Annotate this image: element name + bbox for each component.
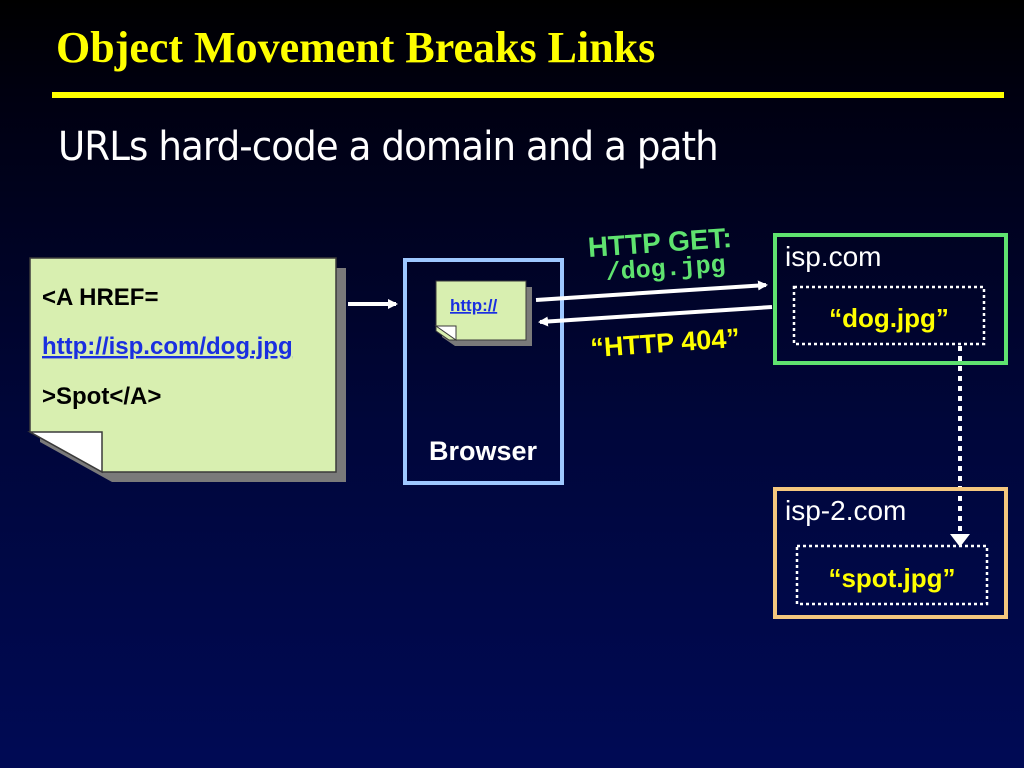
response-arrow bbox=[538, 305, 773, 327]
title-underline bbox=[52, 92, 1004, 98]
response-label-group: “HTTP 404” bbox=[589, 323, 740, 363]
browser-mini-page: http:// bbox=[434, 280, 532, 346]
request-label: HTTP GET: /dog.jpg bbox=[587, 222, 733, 288]
browser-mini-link[interactable]: http:// bbox=[450, 296, 497, 315]
server-isp2-domain: isp-2.com bbox=[785, 495, 906, 526]
server-isp2-file: “spot.jpg” bbox=[828, 563, 955, 593]
slide-title: Object Movement Breaks Links bbox=[56, 23, 656, 72]
page-code-line-3: >Spot</A> bbox=[42, 383, 161, 410]
web-page-document: <A HREF= http://isp.com/dog.jpg >Spot</A… bbox=[27, 257, 346, 482]
server-isp2-file-box bbox=[795, 544, 989, 606]
page-code-line-1: <A HREF= bbox=[42, 284, 158, 311]
server-isp-file-box bbox=[792, 285, 986, 346]
server-isp-file: “dog.jpg” bbox=[829, 303, 949, 333]
response-status-label: “HTTP 404” bbox=[589, 323, 740, 363]
server-isp-domain: isp.com bbox=[785, 241, 881, 272]
browser-box: http:// Browser bbox=[403, 258, 564, 485]
server-isp2-box: isp-2.com “spot.jpg” bbox=[773, 487, 1008, 619]
request-arrow bbox=[535, 280, 768, 302]
browser-label: Browser bbox=[429, 436, 538, 466]
server-isp-box: isp.com “dog.jpg” bbox=[773, 233, 1008, 365]
page-fold-corner bbox=[27, 431, 103, 474]
slide-subtitle: URLs hard-code a domain and a path bbox=[58, 124, 719, 170]
page-hyperlink[interactable]: http://isp.com/dog.jpg bbox=[42, 333, 293, 360]
file-move-arrowhead bbox=[950, 534, 970, 547]
